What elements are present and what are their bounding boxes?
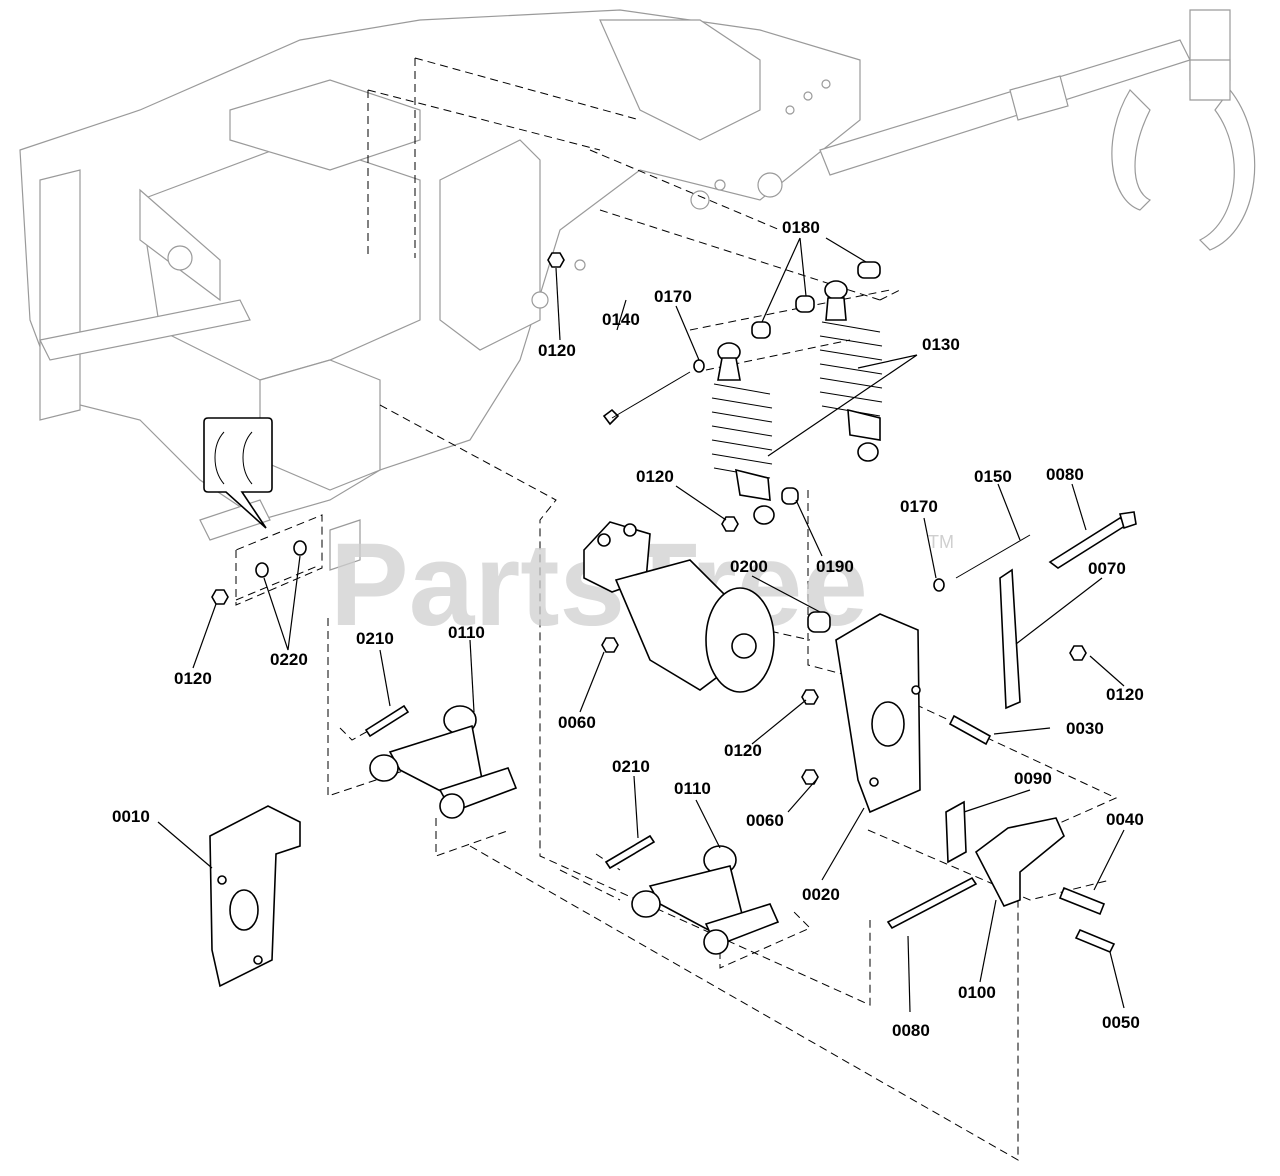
detail-bubble <box>203 417 273 529</box>
mounting-bracket-0020 <box>835 613 921 814</box>
callout-0120: 0120 <box>538 341 576 360</box>
callout-0210: 0210 <box>356 629 394 648</box>
callout-0180: 0180 <box>782 218 820 237</box>
callout-0170: 0170 <box>900 497 938 516</box>
callout-0080: 0080 <box>1046 465 1084 484</box>
callout-0110: 0110 <box>674 779 711 798</box>
callout-0170: 0170 <box>654 287 692 306</box>
bracket-0100 <box>945 800 1065 907</box>
callout-0080: 0080 <box>892 1021 930 1040</box>
callout-0040: 0040 <box>1106 810 1144 829</box>
callout-0100: 0100 <box>958 983 996 1002</box>
callout-0090: 0090 <box>1014 769 1052 788</box>
callout-0060: 0060 <box>558 713 596 732</box>
callout-0200: 0200 <box>730 557 768 576</box>
callout-0140: 0140 <box>602 310 640 329</box>
shock-absorber-right <box>819 280 883 462</box>
callout-0210: 0210 <box>612 757 650 776</box>
rocker-arm-lower <box>631 845 780 955</box>
watermark-trademark: TM <box>928 532 954 552</box>
callout-0120: 0120 <box>636 467 674 486</box>
callout-0120: 0120 <box>1106 685 1144 704</box>
leader-lines <box>157 237 1125 1013</box>
callout-0060: 0060 <box>746 811 784 830</box>
callout-0120: 0120 <box>724 741 762 760</box>
callout-0220: 0220 <box>270 650 308 669</box>
callout-0130: 0130 <box>922 335 960 354</box>
callout-0120: 0120 <box>174 669 212 688</box>
callout-0190: 0190 <box>816 557 854 576</box>
mounting-bracket-0010 <box>209 805 301 988</box>
callout-0050: 0050 <box>1102 1013 1140 1032</box>
hydraulic-motor <box>583 521 775 693</box>
spacers-0180 <box>751 261 881 339</box>
shock-absorber-left <box>711 342 775 525</box>
rocker-arm-upper <box>369 705 518 819</box>
callout-0010: 0010 <box>112 807 150 826</box>
callout-0110: 0110 <box>448 623 485 642</box>
callout-0020: 0020 <box>802 885 840 904</box>
callout-labels: 0180 0170 0140 0120 0130 0120 0190 0170 … <box>112 218 1144 1040</box>
callout-0150: 0150 <box>974 467 1012 486</box>
hardware <box>211 252 1137 954</box>
chassis-frame <box>19 9 1256 571</box>
callout-0070: 0070 <box>1088 559 1126 578</box>
callout-0030: 0030 <box>1066 719 1104 738</box>
